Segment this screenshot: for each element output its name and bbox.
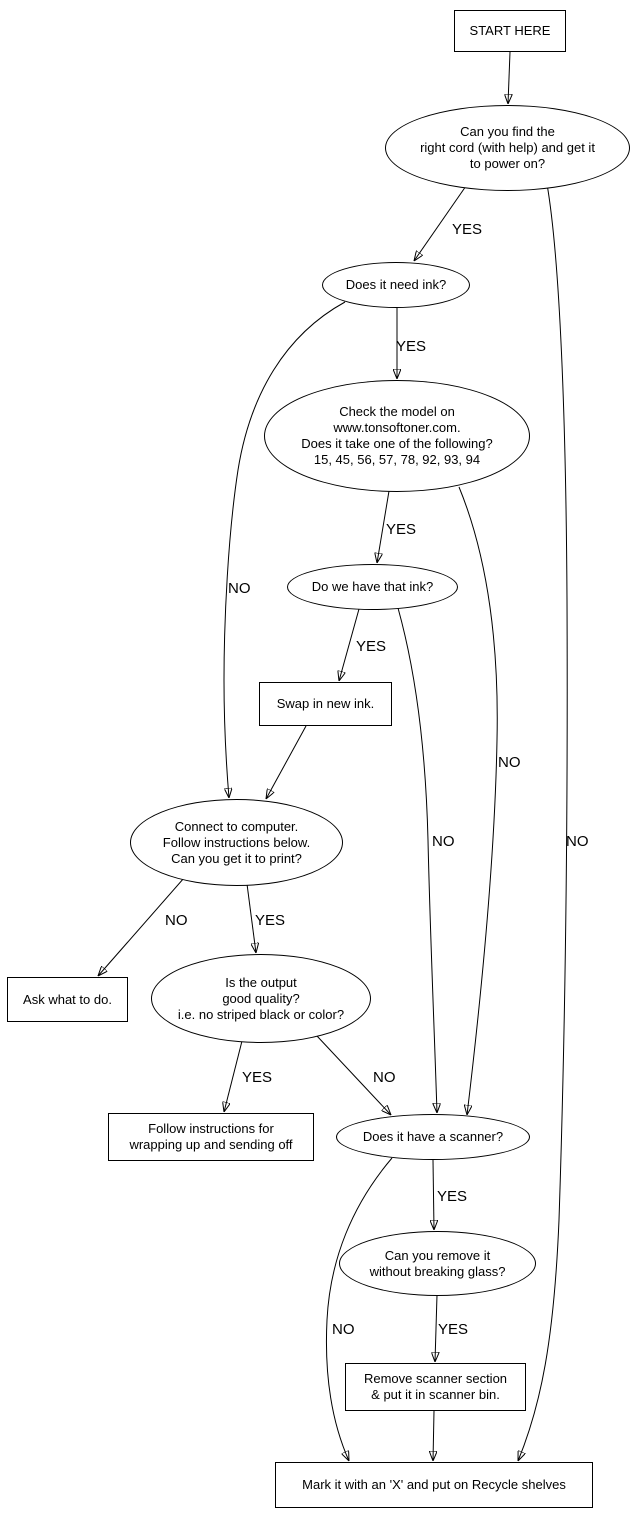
edge-label-scanner-recycle-no: NO bbox=[332, 1321, 355, 1338]
edge-haveink-swap bbox=[339, 608, 360, 681]
node-text-line: Can you remove it bbox=[384, 1247, 491, 1263]
edge-removeglass-removescanner bbox=[435, 1294, 437, 1362]
node-text-line: Does it need ink? bbox=[345, 277, 447, 292]
node-text-line: i.e. no striped black or color? bbox=[177, 1006, 345, 1022]
edge-connect-quality bbox=[246, 883, 256, 953]
edge-label-ink-connect-no: NO bbox=[228, 580, 251, 597]
node-text-line: Can you find the bbox=[460, 124, 555, 139]
node-recycle-shelves: Mark it with an 'X' and put on Recycle s… bbox=[275, 1462, 593, 1508]
node-text-line: right cord (with help) and get it bbox=[420, 140, 595, 155]
node-need-ink: Does it need ink? bbox=[322, 262, 470, 308]
node-text-line: www.tonsoftoner.com. bbox=[333, 420, 461, 435]
node-has-scanner: Does it have a scanner? bbox=[336, 1114, 530, 1160]
node-text-line: Swap in new ink. bbox=[276, 696, 375, 711]
node-text-line: good quality? bbox=[222, 990, 300, 1006]
edge-start-power bbox=[508, 51, 510, 104]
edge-label-scanner-removeglass-yes: YES bbox=[437, 1188, 468, 1205]
node-wrap-and-send: Follow instructions for wrapping up and … bbox=[108, 1113, 314, 1161]
node-power-on: Can you find the right cord (with help) … bbox=[385, 105, 630, 191]
edge-quality-wrap bbox=[224, 1040, 243, 1112]
edge-ink-connect bbox=[223, 301, 346, 798]
edge-label-quality-scanner-no: NO bbox=[373, 1069, 396, 1086]
node-text-line: Mark it with an 'X' and put on Recycle s… bbox=[302, 1477, 566, 1492]
node-text-line: to power on? bbox=[469, 156, 546, 171]
edge-label-connect-ask-no: NO bbox=[165, 912, 188, 929]
node-remove-without-breaking: Can you remove it without breaking glass… bbox=[339, 1231, 536, 1296]
node-text-line: Follow instructions below. bbox=[162, 834, 311, 850]
node-text-line: START HERE bbox=[469, 23, 551, 38]
edge-removescanner-recycle bbox=[433, 1410, 434, 1461]
node-text-line: Is the output bbox=[225, 974, 297, 990]
node-text-line: without breaking glass? bbox=[369, 1263, 506, 1279]
node-text-line: 15, 45, 56, 57, 78, 92, 93, 94 bbox=[313, 452, 481, 467]
node-start-here: START HERE bbox=[454, 10, 566, 52]
edge-label-haveink-swap-yes: YES bbox=[356, 638, 387, 655]
node-have-ink: Do we have that ink? bbox=[287, 564, 458, 610]
edge-label-model-scanner-no: NO bbox=[498, 754, 521, 771]
node-text-line: Does it have a scanner? bbox=[362, 1129, 504, 1144]
edge-scanner-recycle bbox=[325, 1157, 393, 1461]
edge-label-model-haveink-yes: YES bbox=[386, 521, 417, 538]
edge-label-quality-wrap-yes: YES bbox=[242, 1069, 273, 1086]
node-text-line: Remove scanner section bbox=[363, 1371, 508, 1386]
node-connect-computer: Connect to computer. Follow instructions… bbox=[130, 799, 343, 886]
edge-label-power-ink-yes: YES bbox=[452, 221, 483, 238]
edge-scanner-removeglass bbox=[433, 1159, 434, 1230]
node-check-model: Check the model on www.tonsoftoner.com. … bbox=[264, 380, 530, 492]
edge-model-haveink bbox=[377, 490, 390, 563]
edge-label-haveink-scanner-no: NO bbox=[432, 833, 455, 850]
node-remove-scanner-section: Remove scanner section & put it in scann… bbox=[345, 1363, 526, 1411]
node-text-line: Check the model on bbox=[339, 404, 455, 419]
edge-label-removeglass-removescanner-yes: YES bbox=[438, 1321, 469, 1338]
node-text-line: wrapping up and sending off bbox=[129, 1137, 293, 1152]
edge-power-ink bbox=[414, 185, 467, 261]
edge-label-power-recycle-no: NO bbox=[566, 833, 589, 850]
node-text-line: Connect to computer. bbox=[174, 818, 299, 834]
edge-label-connect-quality-yes: YES bbox=[255, 912, 286, 929]
node-swap-ink: Swap in new ink. bbox=[259, 682, 392, 726]
edge-haveink-scanner bbox=[397, 607, 437, 1113]
node-text-line: Can you get it to print? bbox=[171, 850, 302, 866]
node-text-line: Follow instructions for bbox=[148, 1121, 274, 1136]
edge-quality-scanner bbox=[316, 1035, 391, 1115]
node-text-line: Does it take one of the following? bbox=[301, 436, 493, 451]
edge-swap-connect bbox=[266, 725, 307, 799]
edge-power-recycle bbox=[518, 183, 568, 1461]
edge-label-ink-model-yes: YES bbox=[396, 338, 427, 355]
node-text-line: Do we have that ink? bbox=[311, 579, 434, 594]
node-text-line: Ask what to do. bbox=[23, 991, 112, 1007]
node-ask-what-to-do: Ask what to do. bbox=[7, 977, 128, 1022]
node-output-quality: Is the output good quality? i.e. no stri… bbox=[151, 954, 371, 1043]
edge-model-scanner bbox=[458, 486, 498, 1115]
node-text-line: & put it in scanner bin. bbox=[371, 1387, 500, 1402]
edge-connect-ask bbox=[98, 877, 185, 976]
